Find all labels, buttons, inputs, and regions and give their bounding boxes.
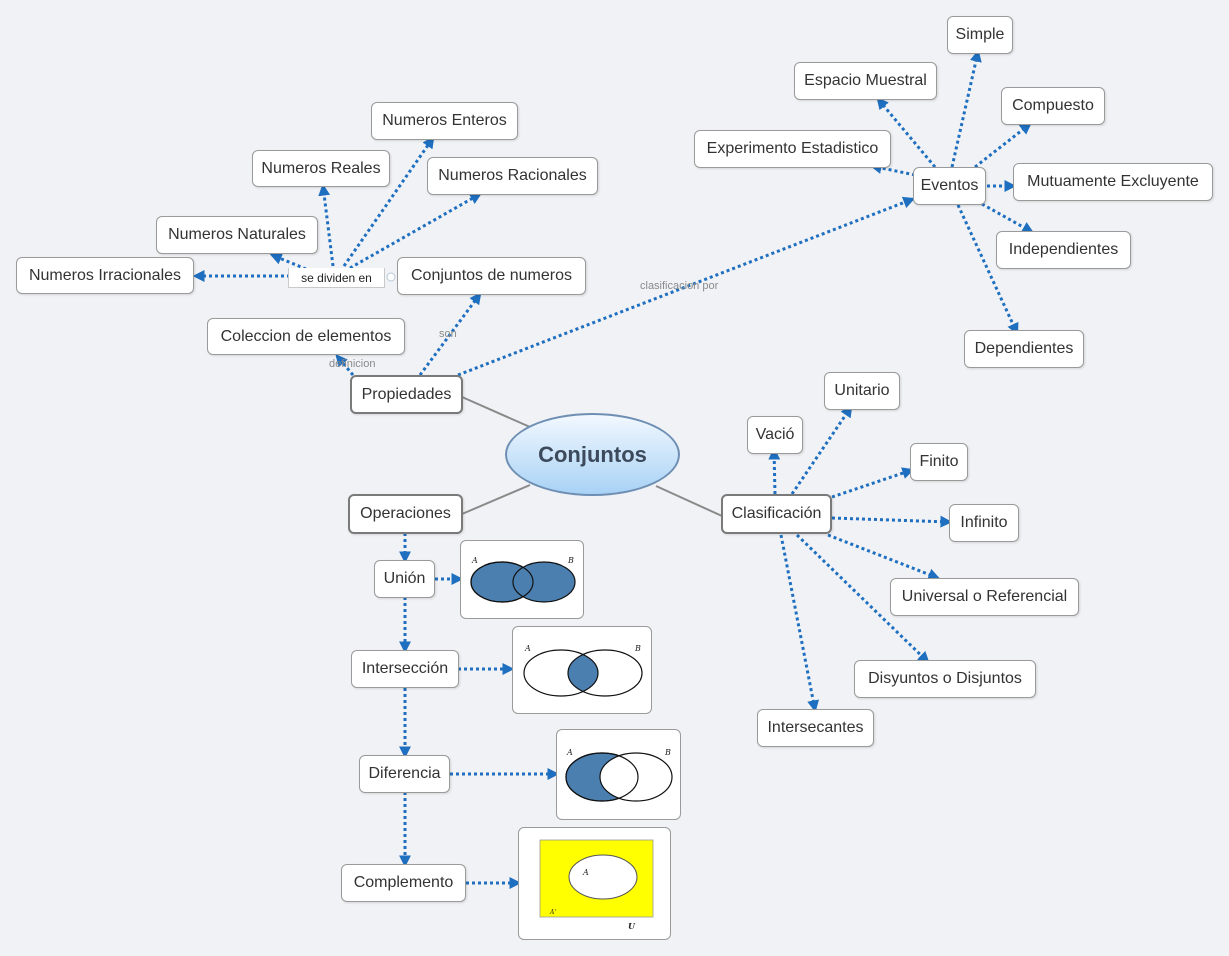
label-definicion: definicion bbox=[329, 358, 376, 370]
node-independientes[interactable]: Independientes bbox=[996, 231, 1131, 269]
node-universal-o-referencial[interactable]: Universal o Referencial bbox=[890, 578, 1079, 616]
node-numeros-reales[interactable]: Numeros Reales bbox=[252, 150, 390, 187]
node-compuesto[interactable]: Compuesto bbox=[1001, 87, 1105, 125]
node-numeros-naturales[interactable]: Numeros Naturales bbox=[156, 216, 318, 254]
venn-diferencia-image: A B bbox=[556, 729, 681, 820]
node-union[interactable]: Unión bbox=[374, 560, 435, 598]
label-se-dividen-en: se dividen en bbox=[288, 268, 385, 288]
node-interseccion[interactable]: Intersección bbox=[351, 650, 459, 688]
node-infinito[interactable]: Infinito bbox=[949, 504, 1019, 542]
node-diferencia[interactable]: Diferencia bbox=[359, 755, 450, 793]
branch-operaciones[interactable]: Operaciones bbox=[348, 494, 463, 534]
venn-label-a: A bbox=[471, 556, 478, 565]
venn-label-a: A bbox=[582, 868, 589, 877]
node-numeros-racionales[interactable]: Numeros Racionales bbox=[427, 157, 598, 195]
venn-label-u: U bbox=[628, 921, 636, 931]
node-eventos[interactable]: Eventos bbox=[913, 167, 986, 205]
venn-interseccion-image: A B bbox=[512, 626, 652, 714]
node-coleccion-de-elementos[interactable]: Coleccion de elementos bbox=[207, 318, 405, 355]
node-unitario[interactable]: Unitario bbox=[824, 372, 900, 410]
node-experimento-estadistico[interactable]: Experimento Estadistico bbox=[694, 130, 891, 168]
node-finito[interactable]: Finito bbox=[910, 443, 968, 481]
central-topic[interactable]: Conjuntos bbox=[505, 413, 680, 496]
trunk-links bbox=[461, 396, 723, 517]
node-numeros-irracionales[interactable]: Numeros Irracionales bbox=[16, 257, 194, 294]
node-mutuamente-excluyente[interactable]: Mutuamente Excluyente bbox=[1013, 163, 1213, 201]
node-conjuntos-de-numeros[interactable]: Conjuntos de numeros bbox=[397, 257, 586, 295]
venn-complemento-image: A A' U bbox=[518, 827, 671, 940]
venn-label-a: A bbox=[524, 644, 531, 653]
node-espacio-muestral[interactable]: Espacio Muestral bbox=[794, 62, 937, 100]
branch-propiedades[interactable]: Propiedades bbox=[350, 375, 463, 414]
branch-clasificacion[interactable]: Clasificación bbox=[721, 494, 832, 534]
venn-label-b: B bbox=[567, 556, 574, 565]
label-clasificacion-por: clasificacion por bbox=[640, 280, 719, 292]
dotted-links bbox=[192, 49, 1035, 889]
node-complemento[interactable]: Complemento bbox=[341, 864, 466, 902]
venn-label-b: B bbox=[664, 748, 671, 757]
venn-label-a-complement: A' bbox=[549, 909, 556, 916]
node-intersecantes[interactable]: Intersecantes bbox=[757, 709, 874, 747]
node-simple[interactable]: Simple bbox=[947, 16, 1013, 54]
label-son: son bbox=[439, 328, 457, 340]
venn-union-image: A B bbox=[460, 540, 584, 619]
venn-label-b: B bbox=[634, 644, 641, 653]
venn-label-a: A bbox=[566, 748, 573, 757]
node-dependientes[interactable]: Dependientes bbox=[964, 330, 1084, 368]
node-vacio[interactable]: Vació bbox=[747, 416, 803, 454]
node-numeros-enteros[interactable]: Numeros Enteros bbox=[371, 102, 518, 140]
node-disyuntos-o-disjuntos[interactable]: Disyuntos o Disjuntos bbox=[854, 660, 1036, 698]
